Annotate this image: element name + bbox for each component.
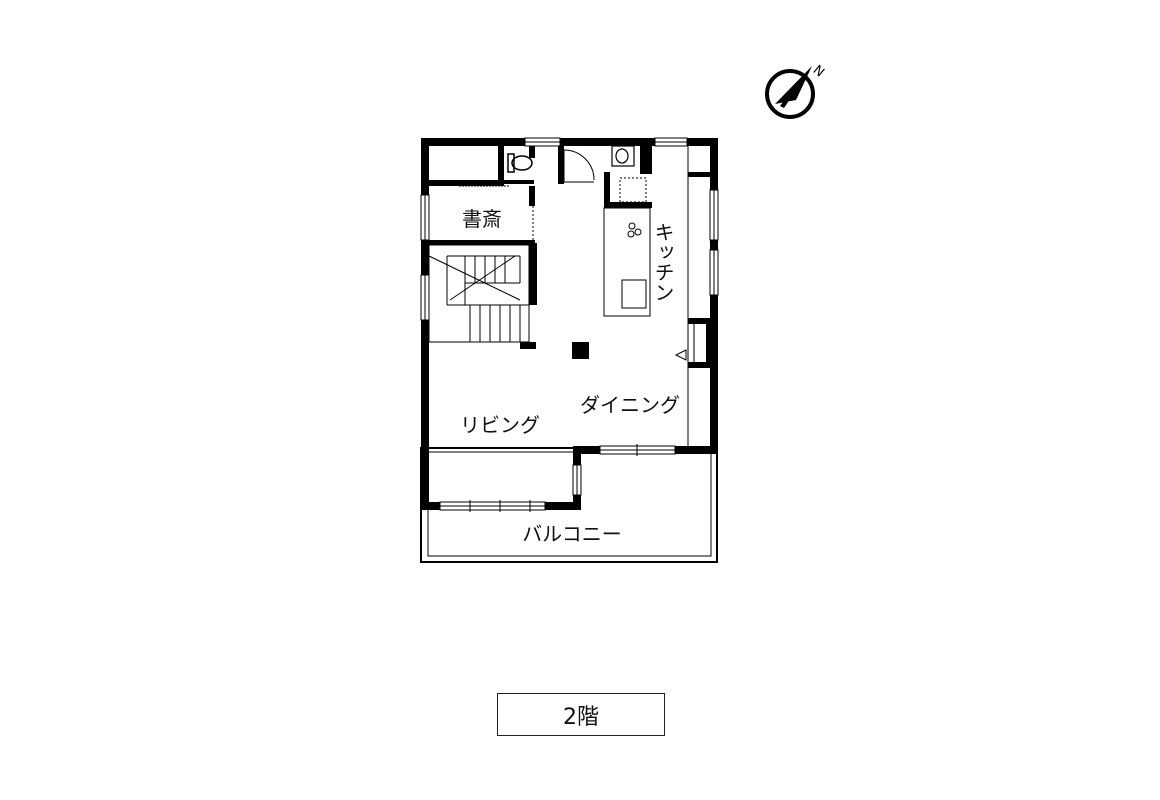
column	[572, 342, 589, 359]
room-label-dining: ダイニング	[580, 393, 680, 417]
arrow-marker-icon	[674, 349, 687, 361]
washbasin-icon	[611, 145, 635, 167]
door-swing	[563, 149, 595, 183]
windows	[420, 137, 719, 512]
compass-letter: N	[810, 63, 827, 81]
room-label-living: リビング	[460, 413, 540, 437]
room-label-balcony: バルコニー	[522, 522, 622, 546]
room-label-study: 書斎	[462, 207, 502, 231]
room-label-kitchen: キッチン	[651, 222, 675, 302]
kitchen-counter	[603, 207, 651, 317]
floor-label: 2階	[497, 693, 665, 736]
fridge-outline	[619, 177, 647, 203]
north-arrow-icon: N	[765, 63, 827, 119]
staircase	[428, 244, 530, 343]
toilet-icon	[507, 153, 533, 173]
interior-walls	[429, 146, 710, 368]
